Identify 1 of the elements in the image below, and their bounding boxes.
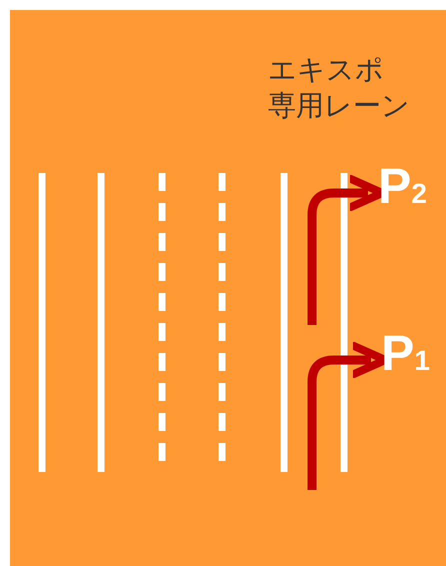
title-text: エキスポ専用レーン <box>268 52 411 124</box>
